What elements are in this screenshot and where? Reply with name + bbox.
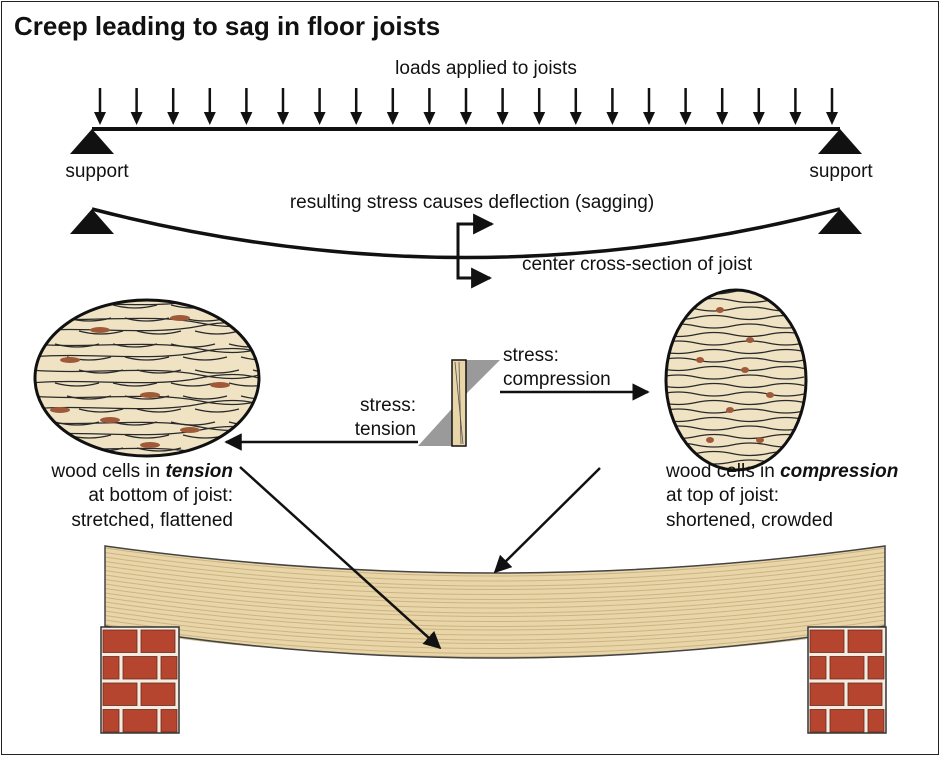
tension-caption-line3: stretched, flattened: [71, 510, 233, 531]
tension-cells-illustration: [33, 298, 261, 458]
load-arrows: [94, 88, 838, 125]
compression-caption-line1: wood cells in compression: [665, 461, 898, 482]
tension-stress-label-2: tension: [355, 419, 416, 440]
compression-stress-label-2: compression: [503, 369, 611, 390]
compression-stress-label-1: stress:: [503, 345, 559, 366]
compression-pointer-arrow: [493, 467, 601, 574]
compression-caption-line3: shortened, crowded: [666, 510, 833, 531]
support-right-triangle: [818, 129, 862, 154]
cross-section-label: center cross-section of joist: [522, 254, 753, 275]
brick-pier-left: [100, 626, 180, 734]
deflection-label: resulting stress causes deflection (sagg…: [290, 192, 654, 213]
support-left-triangle-2: [70, 209, 114, 234]
support-left-label: support: [65, 161, 129, 182]
cross-section-marker: [456, 213, 495, 289]
support-left-triangle: [70, 129, 114, 154]
tension-stress-label-1: stress:: [360, 395, 416, 416]
stress-distribution-diagram: [418, 359, 500, 447]
tension-pointer-arrow: [239, 466, 442, 650]
sagging-wood-joist: [104, 545, 886, 659]
support-right-triangle-2: [818, 209, 862, 234]
loads-label: loads applied to joists: [395, 58, 577, 79]
compression-cells-illustration: [664, 288, 808, 472]
sagging-joist-curve: [91, 207, 841, 260]
tension-caption-line2: at bottom of joist:: [88, 485, 233, 506]
compression-caption-line2: at top of joist:: [666, 485, 779, 506]
tension-caption-line1: wood cells in tension: [50, 461, 233, 482]
page-title: Creep leading to sag in floor joists: [14, 11, 440, 41]
brick-pier-right: [807, 626, 887, 734]
support-right-label: support: [809, 161, 873, 182]
